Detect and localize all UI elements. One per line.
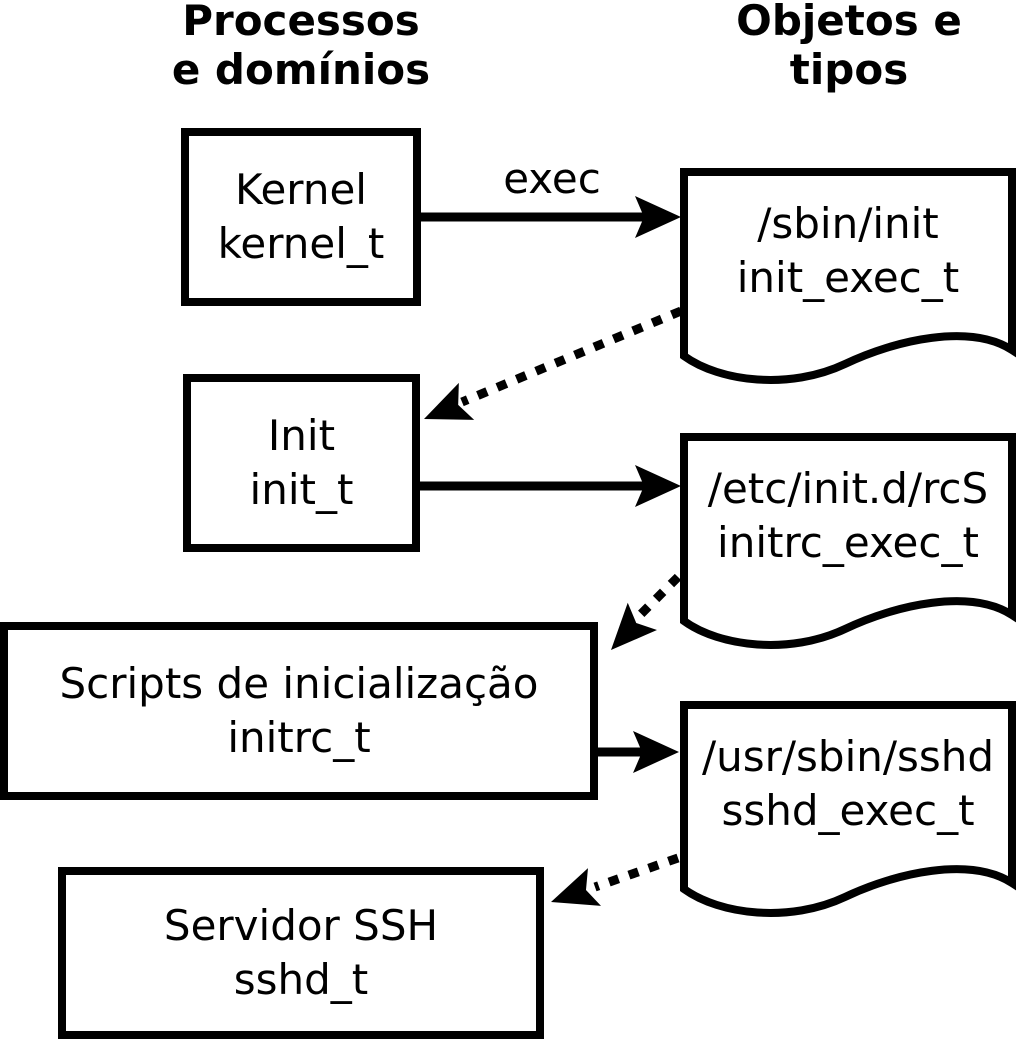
object-type: initrc_exec_t [717, 518, 979, 567]
object-doc-usr-sbin-sshd: /usr/sbin/sshd sshd_exec_t [680, 701, 1016, 921]
column-header-processes: Processos e domínios [101, 0, 501, 94]
process-name: Init [267, 411, 336, 460]
column-header-line: e domínios [171, 45, 431, 94]
transition-arrow-sbin-init-to-init [424, 306, 683, 420]
object-type: init_exec_t [736, 253, 960, 302]
process-type: init_t [249, 465, 354, 514]
process-box-kernel: Kernel kernel_t [181, 128, 421, 306]
document-shape [680, 701, 1016, 917]
process-box-init-scripts: Scripts de inicialização initrc_t [0, 622, 598, 800]
process-name: Servidor SSH [163, 901, 439, 950]
process-type: kernel_t [217, 219, 385, 268]
column-header-line: tipos [789, 45, 909, 94]
object-doc-etc-initd-rcs: /etc/init.d/rcS initrc_exec_t [680, 433, 1016, 653]
process-box-init: Init init_t [183, 374, 420, 552]
transition-arrow-sshd-to-ssh-server [551, 853, 680, 906]
exec-arrow-init-to-rcs [420, 465, 681, 507]
process-type: sshd_t [233, 955, 369, 1004]
process-box-ssh-server: Servidor SSH sshd_t [58, 867, 544, 1039]
document-shape [680, 433, 1016, 649]
object-path: /etc/init.d/rcS [707, 464, 989, 513]
process-type: initrc_t [227, 713, 371, 762]
document-shape [680, 168, 1016, 384]
object-path: /sbin/init [757, 199, 939, 248]
transition-arrow-rcs-to-init-scripts [611, 573, 682, 650]
object-path: /usr/sbin/sshd [701, 732, 995, 781]
exec-arrow-label: exec [503, 154, 601, 203]
exec-arrow-init-scripts-to-sshd [598, 731, 679, 773]
process-name: Scripts de inicialização [59, 659, 539, 708]
column-header-line: Objetos e [736, 0, 962, 45]
object-type: sshd_exec_t [721, 786, 975, 835]
object-doc-sbin-init: /sbin/init init_exec_t [680, 168, 1016, 388]
column-header-objects: Objetos e tipos [649, 0, 1024, 94]
process-name: Kernel [235, 165, 367, 214]
column-header-line: Processos [182, 0, 420, 45]
